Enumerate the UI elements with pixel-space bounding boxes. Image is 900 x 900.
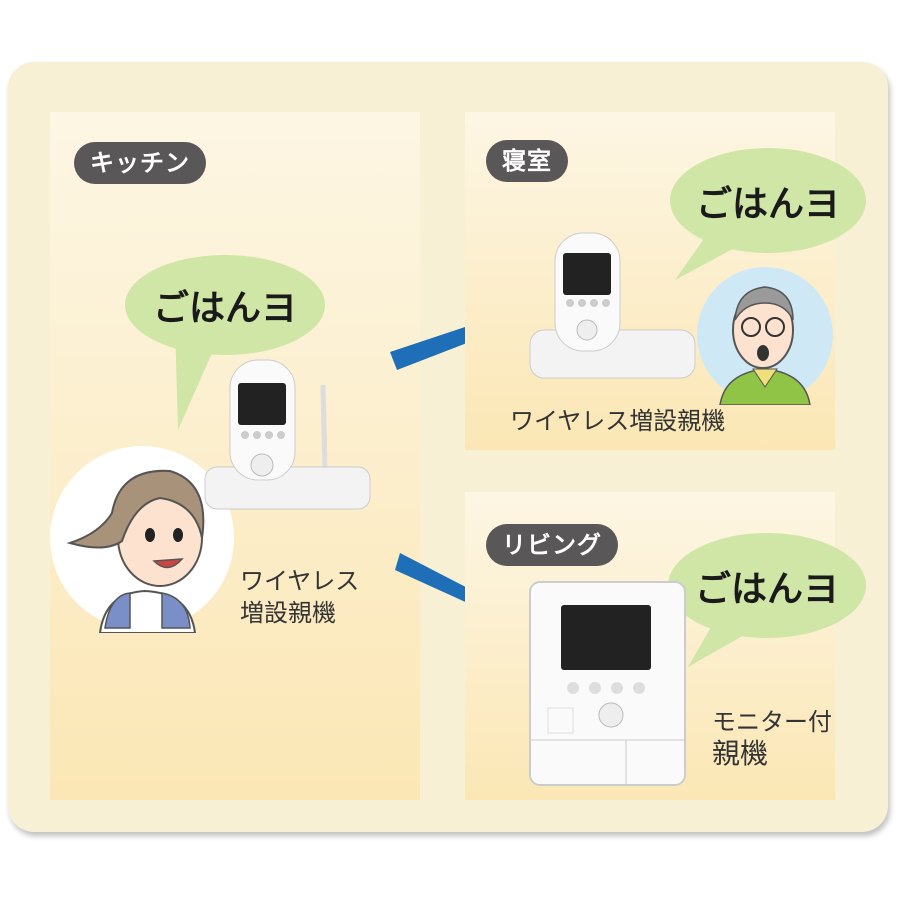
handset-device-icon [529,232,696,379]
kitchen-device-caption-line1: ワイヤレス [240,567,360,595]
kitchen-device-caption: ワイヤレス 増設親機 [240,565,359,629]
woman-avatar-icon [50,446,234,633]
room-tag-kitchen: キッチン [74,142,206,184]
kitchen-device-caption-line2: 増設親機 [240,599,336,627]
living-device-caption-line1: モニター付 [712,708,832,736]
speech-bubble-kitchen: ごはんヨ [125,255,325,355]
speech-bubble-living: ごはんヨ [668,533,866,638]
room-tag-living: リビング [486,524,618,566]
man-avatar-icon [697,267,833,405]
living-device-caption: モニター付 親機 [712,706,832,770]
handset-device-icon [204,359,371,510]
monitor-device-icon [529,581,686,786]
bedroom-device-caption: ワイヤレス増設親機 [510,407,726,435]
living-device-caption-line2: 親機 [712,737,769,770]
speech-bubble-bedroom: ごはんヨ [670,148,866,253]
room-tag-bedroom: 寝室 [486,140,568,182]
